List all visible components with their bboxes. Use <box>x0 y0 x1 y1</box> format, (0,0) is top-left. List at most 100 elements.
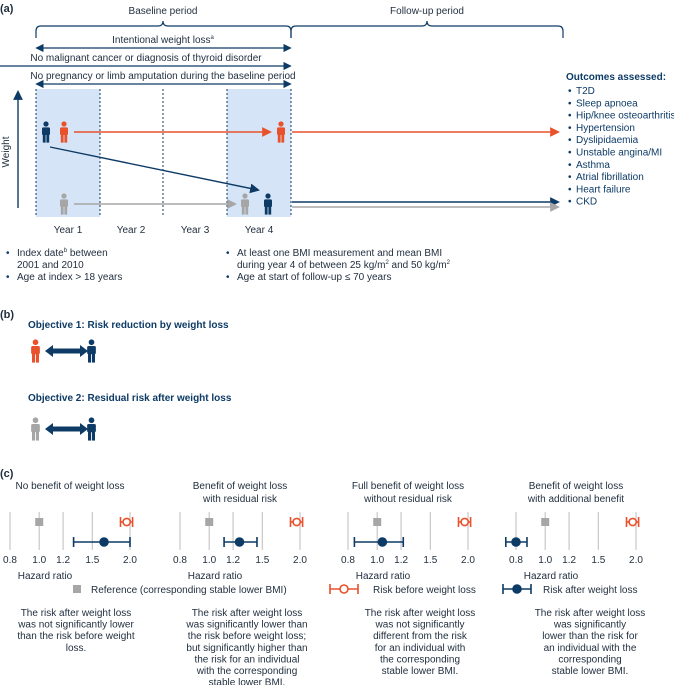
tick-label: 0.8 <box>173 555 187 566</box>
panel-c-label: (c) <box>0 468 14 480</box>
before-estimate <box>289 517 304 527</box>
panel-a-label: (a) <box>0 3 14 15</box>
after-estimate <box>504 537 528 547</box>
outcome-bullet: • <box>568 160 572 171</box>
tick-label: 1.2 <box>56 555 70 566</box>
plot-title: Benefit of weight loss <box>193 481 288 492</box>
year1-shade <box>36 89 100 217</box>
person-gray-icon <box>31 417 40 441</box>
tick-label: 1.5 <box>591 555 605 566</box>
description-line: The risk after weight loss <box>535 608 646 619</box>
tick-label: 2.0 <box>293 555 307 566</box>
outcome-item: Atrial fibrillation <box>576 172 644 183</box>
x-axis-label: Hazard ratio <box>18 571 73 582</box>
description-line: stable lower BMI. <box>552 666 629 677</box>
year-label: Year 1 <box>54 225 83 236</box>
outcome-item: Heart failure <box>576 184 631 195</box>
person-navy-icon <box>87 417 96 441</box>
tick-label: 1.5 <box>255 555 269 566</box>
legend: Reference (corresponding stable lower BM… <box>73 584 637 596</box>
x-axis-label: Hazard ratio <box>524 571 579 582</box>
outcome-item: Hip/knee osteoarthritis <box>576 111 674 122</box>
description-line: was significantly lower than <box>185 620 307 631</box>
plot-title: Benefit of weight loss <box>529 481 624 492</box>
description-line: The risk after weight loss <box>192 608 303 619</box>
bmi-note-line1: At least one BMI measurement and mean BM… <box>237 248 442 259</box>
reference-marker <box>205 518 214 526</box>
tick-label: 1.0 <box>538 555 552 566</box>
reference-marker <box>541 518 550 526</box>
description-line: was not significantly <box>375 620 465 631</box>
description-line: The risk after weight loss <box>365 608 476 619</box>
double-arrow-icon <box>45 423 88 435</box>
index-date-note-line2: 2001 and 2010 <box>17 260 84 271</box>
year-label: Year 2 <box>117 225 146 236</box>
outcome-bullet: • <box>568 98 572 109</box>
reference-marker <box>35 518 44 526</box>
outcome-item: Unstable angina/MI <box>576 148 662 159</box>
double-arrow-icon <box>45 345 88 357</box>
year-label: Year 4 <box>245 225 274 236</box>
tick-label: 1.2 <box>394 555 408 566</box>
legend-before-marker <box>329 584 359 594</box>
baseline-period-label: Baseline period <box>129 6 198 17</box>
outcome-item: Sleep apnoea <box>576 98 638 109</box>
year-labels: Year 1 Year 2 Year 3 Year 4 <box>54 225 274 236</box>
before-estimate <box>457 517 472 527</box>
tick-label: 1.2 <box>226 555 240 566</box>
age-followup-note: Age at start of follow-up ≤ 70 years <box>237 272 391 283</box>
legend-after-marker <box>502 584 532 594</box>
plot-title: without residual risk <box>363 494 453 505</box>
weight-axis-label: Weight <box>1 136 12 167</box>
description-line: an individual with the <box>544 643 637 654</box>
description-line: stable lower BMI. <box>382 666 459 677</box>
description-line: was significantly <box>553 620 626 631</box>
outcome-bullet: • <box>568 111 572 122</box>
followup-period-label: Follow-up period <box>390 6 464 17</box>
plot-title: Full benefit of weight loss <box>352 481 464 492</box>
tick-label: 1.0 <box>32 555 46 566</box>
outcomes-title: Outcomes assessed: <box>566 72 666 83</box>
before-estimate <box>625 517 640 527</box>
tick-label: 0.8 <box>509 555 523 566</box>
outcome-bullet: • <box>568 123 572 134</box>
description-line: the risk before weight loss; <box>188 631 306 642</box>
tick-label: 1.2 <box>562 555 576 566</box>
left-notes: • Index dateb between 2001 and 2010 • Ag… <box>6 248 122 283</box>
tick-label: 1.0 <box>370 555 384 566</box>
year4-shade <box>227 89 291 217</box>
forest-plots: No benefit of weight loss 0.8 1.0 1.2 1.5 2.0… <box>3 481 643 582</box>
outcome-bullet: • <box>568 148 572 159</box>
x-axis-label: Hazard ratio <box>188 571 243 582</box>
description-line: The risk after weight loss <box>21 608 132 619</box>
reference-marker <box>373 518 382 526</box>
legend-after-label: Risk after weight loss <box>543 585 637 596</box>
navy-trajectory-arrow <box>49 146 260 194</box>
panel-b-label: (b) <box>0 309 14 321</box>
right-notes: • At least one BMI measurement and mean … <box>226 248 451 283</box>
description-line: different from the risk <box>373 631 468 642</box>
legend-reference-label: Reference (corresponding stable lower BM… <box>91 585 287 596</box>
description-line: was not significantly lower <box>17 620 134 631</box>
outcome-bullet: • <box>568 172 572 183</box>
tick-label: 1.5 <box>85 555 99 566</box>
outcome-bullet: • <box>568 184 572 195</box>
plot-title: No benefit of weight loss <box>16 481 125 492</box>
tick-label: 2.0 <box>123 555 137 566</box>
description-line: with the corresponding <box>196 666 298 677</box>
svg-text:•: • <box>6 272 10 283</box>
outcome-bullet: • <box>568 197 572 208</box>
objective2-title: Objective 2: Residual risk after weight … <box>28 393 232 404</box>
svg-text:•: • <box>226 248 230 259</box>
svg-text:•: • <box>6 248 10 259</box>
x-axis-label: Hazard ratio <box>356 571 411 582</box>
tick-label: 1.0 <box>202 555 216 566</box>
outcome-bullet: • <box>568 135 572 146</box>
description-line: but significantly higher than <box>186 643 307 654</box>
description-line: lower than the risk for <box>542 631 638 642</box>
description-line: loss. <box>66 643 87 654</box>
